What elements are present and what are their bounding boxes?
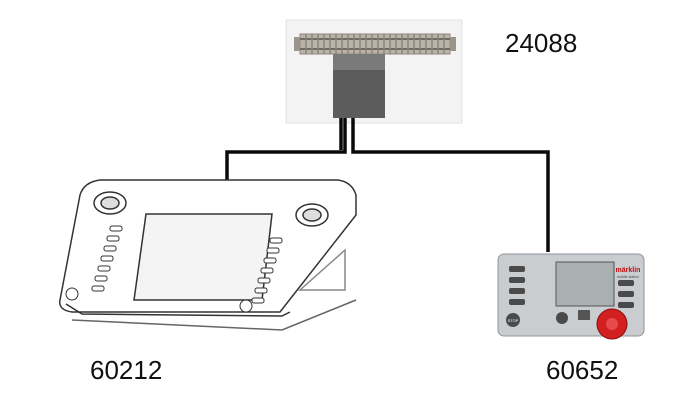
stop-button-icon — [506, 313, 520, 327]
cables — [225, 118, 550, 252]
marklin-logo: märklin — [616, 267, 641, 274]
mobile-station-sub-logo: mobile station — [617, 275, 639, 279]
cable-to-mobile-station — [351, 118, 550, 252]
central-station-label: 60212 — [90, 355, 163, 385]
track-connector-box — [333, 54, 385, 118]
central-station-device — [59, 179, 357, 331]
stop-label: STOP — [508, 318, 519, 323]
track-label: 24088 — [505, 28, 578, 58]
track-piece — [294, 33, 456, 55]
mobile-station-label: 60652 — [546, 355, 619, 385]
cable-to-central-station — [225, 118, 347, 193]
mobile-station-device: STOP märklin mobile station — [497, 253, 645, 340]
